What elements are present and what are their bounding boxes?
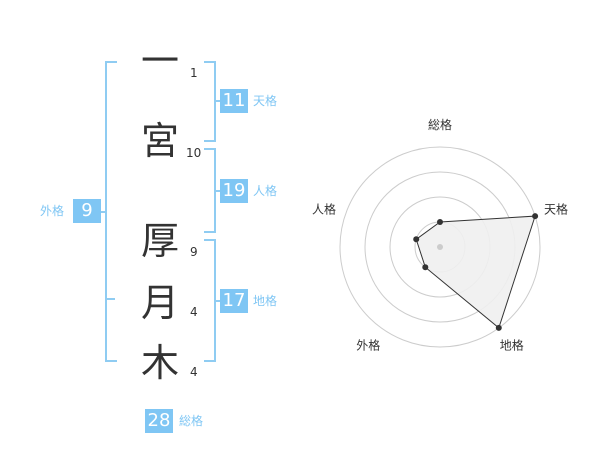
stroke-count-4: 4 — [190, 305, 198, 319]
stroke-count-5: 4 — [190, 365, 198, 379]
tenkaku-label: 天格 — [253, 94, 278, 108]
chikaku-bracket — [204, 239, 216, 362]
jinkaku-connector — [216, 190, 222, 192]
gaikaku-bracket-mid — [105, 298, 115, 300]
radar-point — [413, 236, 420, 243]
radar-axis-label: 地格 — [500, 338, 524, 353]
tenkaku-connector — [216, 100, 222, 102]
radar-center — [437, 244, 443, 250]
tenkaku-value: 11 — [220, 89, 248, 113]
stroke-count-3: 9 — [190, 245, 198, 259]
jinkaku-bracket — [204, 148, 216, 233]
jinkaku-value: 19 — [220, 179, 248, 203]
gaikaku-connector — [100, 211, 106, 213]
soukaku-label: 総格 — [179, 414, 204, 428]
jinkaku-label: 人格 — [253, 184, 278, 198]
stroke-count-2: 10 — [186, 146, 202, 160]
name-char-2: 宮 — [140, 119, 179, 163]
name-char-3: 厚 — [140, 219, 179, 263]
chikaku-connector — [216, 300, 222, 302]
chikaku-label: 地格 — [253, 294, 278, 308]
radar-ring — [339, 146, 541, 348]
radar-axis-label: 総格 — [428, 117, 452, 132]
radar-point — [532, 213, 539, 220]
gaikaku-value: 9 — [73, 199, 101, 223]
chikaku-value: 17 — [220, 289, 248, 313]
radar-point — [437, 219, 443, 225]
stroke-count-1: 1 — [190, 66, 198, 80]
radar-axis-label: 人格 — [312, 201, 336, 216]
radar-axis-label: 天格 — [544, 201, 568, 216]
gaikaku-bracket — [105, 61, 117, 362]
name-char-4: 月 — [140, 281, 179, 325]
radar-point — [422, 264, 429, 271]
gaikaku-label: 外格 — [40, 204, 65, 218]
radar-area — [415, 215, 536, 329]
name-char-1: 一 — [140, 39, 179, 83]
radar-axis-label: 外格 — [356, 338, 380, 353]
name-char-5: 木 — [140, 341, 179, 385]
tenkaku-bracket — [204, 61, 216, 142]
radar-point — [495, 324, 502, 331]
soukaku-value: 28 — [145, 409, 173, 433]
